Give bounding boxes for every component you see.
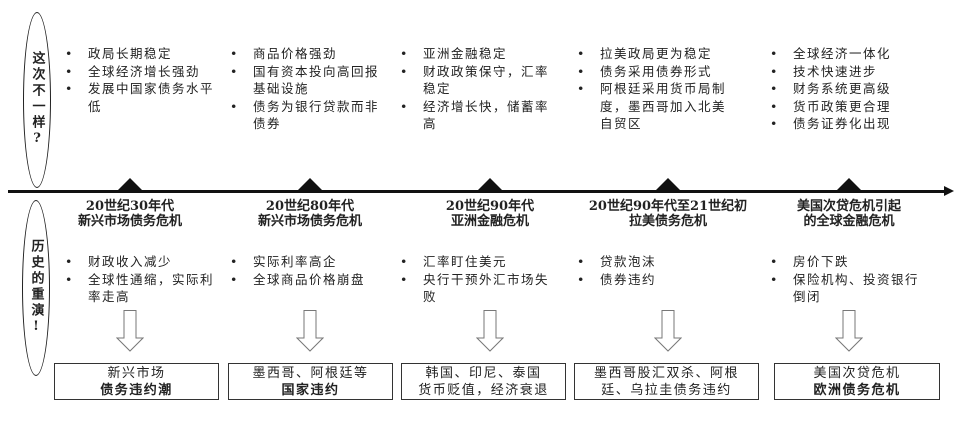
crisis-name: 亚洲金融危机 [450, 214, 529, 229]
bottom-bullet-item: 汇率盯住美元 [400, 253, 555, 271]
timeline-arrowhead [944, 186, 954, 196]
top-bullet-item: 亚洲金融稳定 [400, 45, 555, 63]
bottom-bullet-item: 实际利率高企 [230, 253, 380, 271]
crisis-name: 的全球金融危机 [803, 214, 895, 229]
top-bullet-item: 债务采用债券形式 [577, 63, 737, 81]
crisis-result-box: 韩国、印尼、泰国货币贬值，经济衰退 [401, 363, 566, 400]
crisis-period: 美国次贷危机引起 [796, 199, 901, 214]
top-bullet-list: 拉美政局更为稳定债务采用债券形式阿根廷采用货币局制度，墨西哥加入北美自贸区 [577, 45, 737, 133]
top-question-label: 这次不一样? [29, 51, 45, 149]
bottom-bullet-item: 房价下跌 [770, 253, 930, 271]
top-bullet-item: 财务系统更高级 [770, 80, 930, 98]
down-arrow-icon [296, 310, 324, 352]
top-bullet-item: 全球经济一体化 [770, 45, 930, 63]
result-line-2: 廷、乌拉圭债务违约 [601, 383, 732, 398]
crisis-period: 20世纪90年代至21世纪初 [588, 199, 748, 214]
top-bullet-item: 债务为银行贷款而非债券 [230, 98, 380, 133]
crisis-name: 新兴市场债务危机 [257, 214, 362, 229]
bottom-bullet-item: 全球商品价格崩盘 [230, 271, 380, 289]
top-bullet-list: 亚洲金融稳定财政政策保守，汇率稳定经济增长快，储蓄率高 [400, 45, 555, 133]
crisis-period: 20世纪80年代 [265, 199, 355, 214]
crisis-title: 20世纪30年代新兴市场债务危机 [40, 199, 220, 229]
result-line-1: 韩国、印尼、泰国 [425, 366, 542, 381]
down-arrow-icon [835, 310, 863, 352]
timeline-marker [117, 178, 143, 191]
bottom-bullet-item: 财政收入减少 [65, 253, 215, 271]
timeline-marker [655, 178, 681, 191]
bottom-history-oval: 历史的重演! [22, 200, 50, 376]
top-bullet-item: 财政政策保守，汇率稳定 [400, 63, 555, 98]
top-bullet-item: 商品价格强劲 [230, 45, 380, 63]
timeline-marker [477, 178, 503, 191]
bottom-bullet-list: 财政收入减少全球性通缩，实际利率走高 [65, 253, 215, 306]
bottom-bullet-list: 实际利率高企全球商品价格崩盘 [230, 253, 380, 288]
crisis-period: 20世纪30年代 [85, 199, 175, 214]
timeline-axis [8, 190, 948, 193]
bottom-bullet-list: 房价下跌保险机构、投资银行倒闭 [770, 253, 930, 306]
result-line-1: 美国次贷危机 [813, 366, 901, 381]
crisis-name: 拉美债务危机 [628, 214, 707, 229]
crisis-result-box: 新兴市场债务违约潮 [54, 363, 219, 400]
result-line-1: 墨西哥股汇双杀、阿根 [593, 366, 739, 381]
crisis-title: 20世纪80年代新兴市场债务危机 [220, 199, 400, 229]
bottom-bullet-item: 债券违约 [577, 271, 737, 289]
top-bullet-item: 国有资本投向高回报基础设施 [230, 63, 380, 98]
top-bullet-item: 技术快速进步 [770, 63, 930, 81]
timeline-marker [836, 178, 862, 191]
top-bullet-item: 经济增长快，储蓄率高 [400, 98, 555, 133]
crisis-title: 美国次贷危机引起的全球金融危机 [759, 199, 939, 229]
crisis-title: 20世纪90年代至21世纪初拉美债务危机 [578, 199, 758, 229]
result-line-2: 国家违约 [281, 383, 340, 398]
top-question-oval: 这次不一样? [23, 12, 51, 188]
top-bullet-item: 货币政策更合理 [770, 98, 930, 116]
down-arrow-icon [116, 310, 144, 352]
result-line-1: 新兴市场 [107, 366, 166, 381]
result-line-2: 货币贬值，经济衰退 [418, 383, 549, 398]
top-bullet-list: 政局长期稳定全球经济增长强劲发展中国家债务水平低 [65, 45, 215, 115]
top-bullet-item: 政局长期稳定 [65, 45, 215, 63]
result-line-1: 墨西哥、阿根廷等 [252, 366, 369, 381]
top-bullet-item: 全球经济增长强劲 [65, 63, 215, 81]
result-line-2: 债务违约潮 [100, 383, 173, 398]
crisis-result-box: 墨西哥股汇双杀、阿根廷、乌拉圭债务违约 [574, 363, 759, 400]
top-bullet-item: 拉美政局更为稳定 [577, 45, 737, 63]
crisis-title: 20世纪90年代亚洲金融危机 [400, 199, 580, 229]
bottom-bullet-item: 央行干预外汇市场失败 [400, 271, 555, 306]
bottom-bullet-item: 全球性通缩，实际利率走高 [65, 271, 215, 306]
top-bullet-item: 债务证券化出现 [770, 115, 930, 133]
down-arrow-icon [476, 310, 504, 352]
bottom-bullet-list: 贷款泡沫债券违约 [577, 253, 737, 288]
bottom-bullet-item: 贷款泡沫 [577, 253, 737, 271]
top-bullet-item: 发展中国家债务水平低 [65, 80, 215, 115]
bottom-bullet-list: 汇率盯住美元央行干预外汇市场失败 [400, 253, 555, 306]
top-bullet-item: 阿根廷采用货币局制度，墨西哥加入北美自贸区 [577, 80, 737, 133]
crisis-name: 新兴市场债务危机 [77, 214, 182, 229]
crisis-result-box: 墨西哥、阿根廷等国家违约 [228, 363, 393, 400]
top-bullet-list: 全球经济一体化技术快速进步财务系统更高级货币政策更合理债务证券化出现 [770, 45, 930, 133]
crisis-period: 20世纪90年代 [445, 199, 535, 214]
timeline-marker [297, 178, 323, 191]
crisis-result-box: 美国次贷危机欧洲债务危机 [774, 363, 940, 400]
down-arrow-icon [654, 310, 682, 352]
bottom-history-label: 历史的重演! [28, 239, 44, 337]
result-line-2: 欧洲债务危机 [813, 383, 901, 398]
top-bullet-list: 商品价格强劲国有资本投向高回报基础设施债务为银行贷款而非债券 [230, 45, 380, 133]
bottom-bullet-item: 保险机构、投资银行倒闭 [770, 271, 930, 306]
